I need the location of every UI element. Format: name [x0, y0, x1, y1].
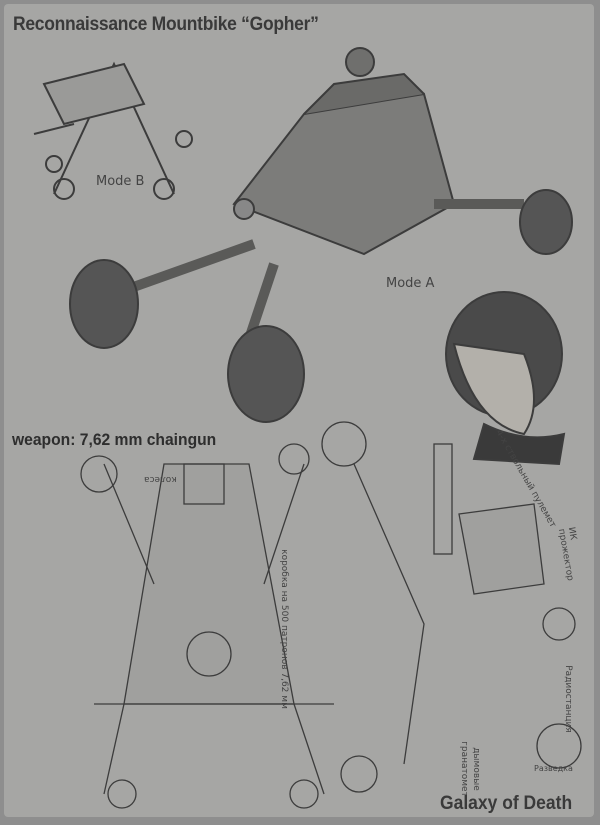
annotation-smoke: дымовые: [470, 747, 481, 791]
vehicle-sketch: [33, 47, 582, 809]
pilot-portrait: [445, 291, 566, 466]
mode-a-label: Mode A: [386, 276, 435, 291]
annotation-emblem: Разведка: [534, 764, 573, 773]
annotation-ammo: коробка на 500 патронов 7,62 мм: [278, 549, 289, 709]
front-view-sketch: [80, 443, 334, 809]
annotation-grenade: гранатомет: [458, 741, 469, 797]
weapon-label: weapon: 7,62 mm chaingun: [12, 430, 217, 449]
mode-b-sketch: [33, 61, 193, 200]
mode-b-label: Mode B: [96, 174, 145, 189]
footer-title: Galaxy of Death: [440, 793, 573, 814]
sketch-sheet: Reconnaissance Mountbike “Gopher” Mode B…: [4, 4, 594, 817]
annotation-wheels: колеса: [144, 474, 177, 484]
side-view-sketch: [321, 421, 582, 793]
page-title: Reconnaissance Mountbike “Gopher”: [13, 14, 319, 35]
annotation-radio: Радиостанция: [562, 665, 573, 733]
mode-a-sketch: [69, 47, 573, 423]
